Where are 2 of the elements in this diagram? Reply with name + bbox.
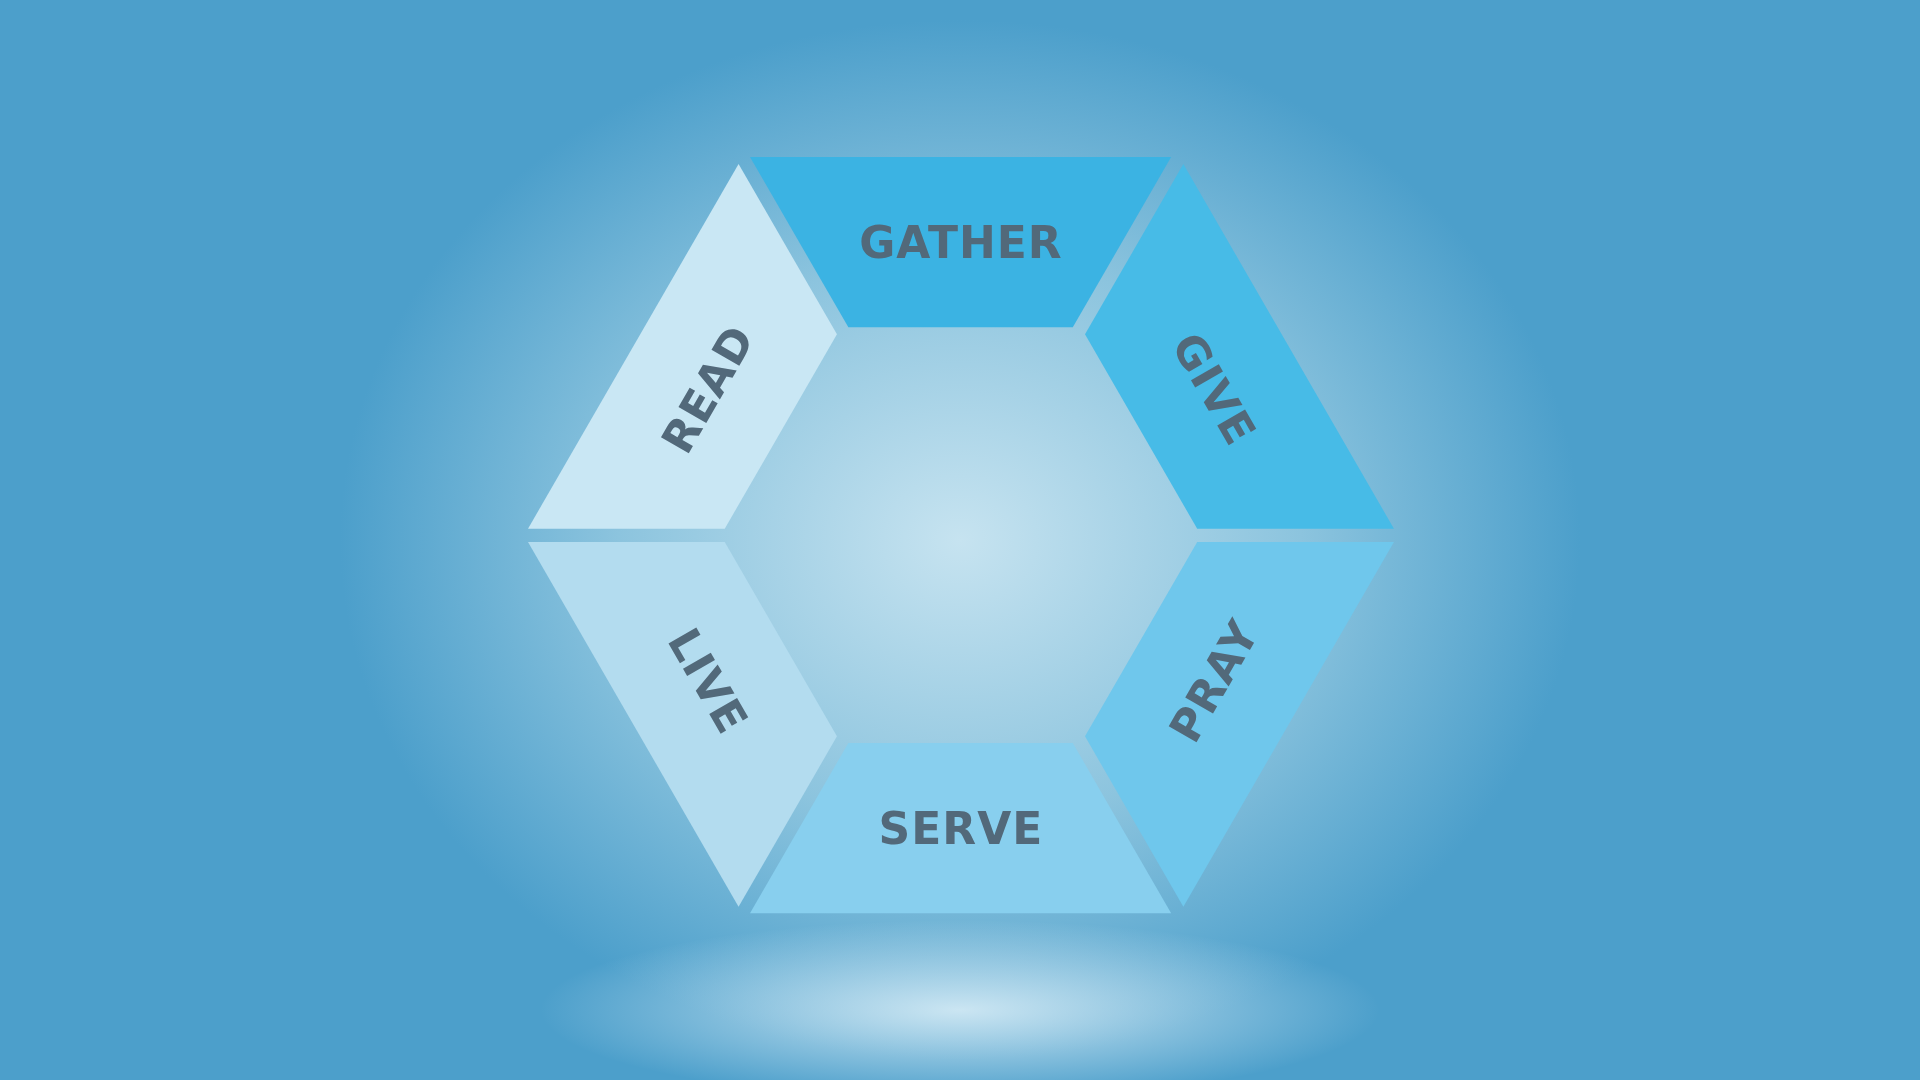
segment-label: SERVE	[878, 802, 1044, 854]
segment-label: GATHER	[859, 216, 1063, 268]
